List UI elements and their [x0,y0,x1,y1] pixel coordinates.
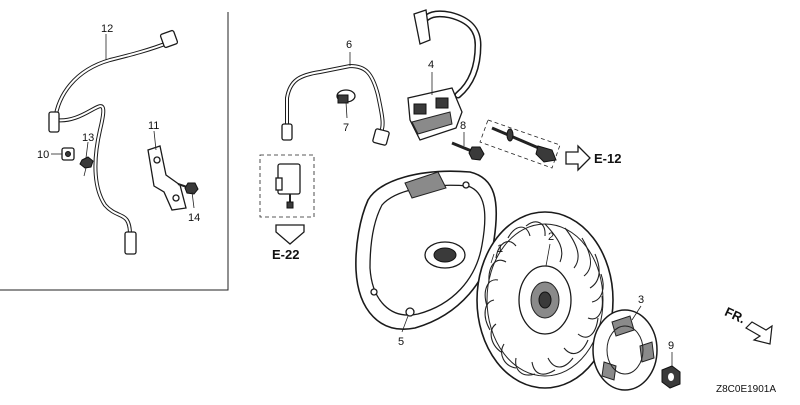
part-2-flywheel[interactable] [476,211,614,389]
callout-10: 10 [37,149,49,161]
part-5-stator-plate[interactable] [355,170,498,330]
part-11-bracket[interactable] [147,145,187,211]
part-14-screw[interactable] [177,182,199,195]
callout-2: 2 [548,231,554,243]
part-3-starter-pulley[interactable] [592,309,658,391]
e22-dashed-box [259,154,315,218]
part-9-nut[interactable] [661,365,681,389]
callout-11: 11 [148,120,159,132]
callout-3: 3 [638,294,644,306]
callout-labels: 12 10 13 11 14 6 7 4 8 1 2 3 5 9 [37,23,674,352]
e22-arrow[interactable] [275,224,305,245]
part-7-clamp[interactable] [336,89,356,104]
e12-dashed-box [479,119,561,169]
diagram-code: Z8C0E1901A [716,384,776,395]
flywheel-fins [484,221,604,376]
callout-8: 8 [460,120,466,132]
callout-13: 13 [82,132,94,144]
callout-14: 14 [188,212,200,224]
callout-1: 1 [497,243,503,255]
callout-6: 6 [346,39,352,51]
front-direction-arrow: FR. [723,304,773,345]
direction-label: FR. [723,304,748,326]
callout-4: 4 [428,59,434,71]
callout-5: 5 [398,336,404,348]
part-4-ignition-coil[interactable] [407,9,482,141]
reference-e22[interactable]: E-22 [272,247,299,262]
part-8-bolt[interactable] [451,141,485,161]
part-10-clip[interactable] [61,147,75,161]
callout-9: 9 [668,340,674,352]
callout-7: 7 [343,122,349,134]
callout-12: 12 [101,23,113,35]
part-12-wire-harness[interactable] [48,29,179,255]
part-13-bolt[interactable] [79,156,94,177]
e12-arrow[interactable] [565,144,591,172]
part-6-ignition-wire[interactable] [281,63,390,146]
inset-frame [0,12,229,291]
leader-lines [51,34,673,366]
reference-e12[interactable]: E-12 [594,151,621,166]
